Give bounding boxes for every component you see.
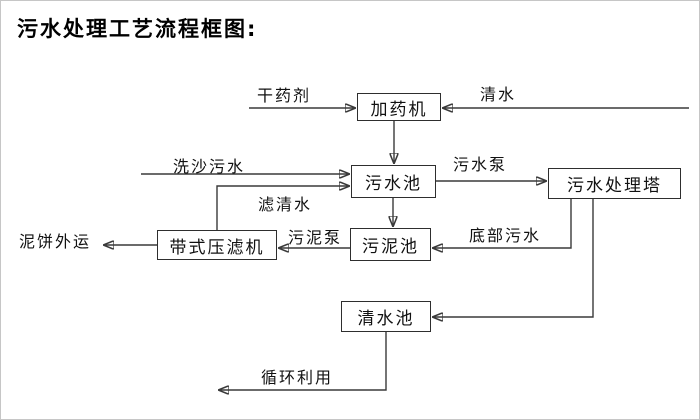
- arrow-tower-to-clear-pool: [433, 199, 594, 317]
- node-sludge-pool: 污泥池: [350, 228, 431, 261]
- node-clear-water-pool: 清水池: [341, 301, 431, 332]
- label-mud-cake-out: 泥饼外运: [19, 232, 92, 251]
- label-dry-chemical: 干药剂: [257, 86, 312, 105]
- label-recycle-use: 循环利用: [261, 368, 334, 387]
- arrow-filtered-water-return: [216, 186, 349, 230]
- label-sewage-pump: 污水泵: [453, 155, 508, 174]
- label-filtered-water: 滤清水: [258, 195, 313, 214]
- node-sewage-pool: 污水池: [351, 165, 436, 198]
- label-sand-wash-sewage: 洗沙污水: [173, 157, 246, 176]
- node-dosing-machine: 加药机: [357, 93, 441, 121]
- node-treatment-tower: 污水处理塔: [548, 168, 681, 199]
- node-belt-filter-press: 带式压滤机: [157, 230, 277, 260]
- arrow-recycle-out: [219, 332, 387, 390]
- label-bottom-sewage: 底部污水: [469, 226, 542, 245]
- arrow-bottom-sewage-return: [433, 199, 572, 248]
- label-sludge-pump: 污泥泵: [288, 228, 343, 247]
- label-clean-water-in: 清水: [480, 85, 517, 104]
- page-title: 污水处理工艺流程框图:: [17, 17, 258, 41]
